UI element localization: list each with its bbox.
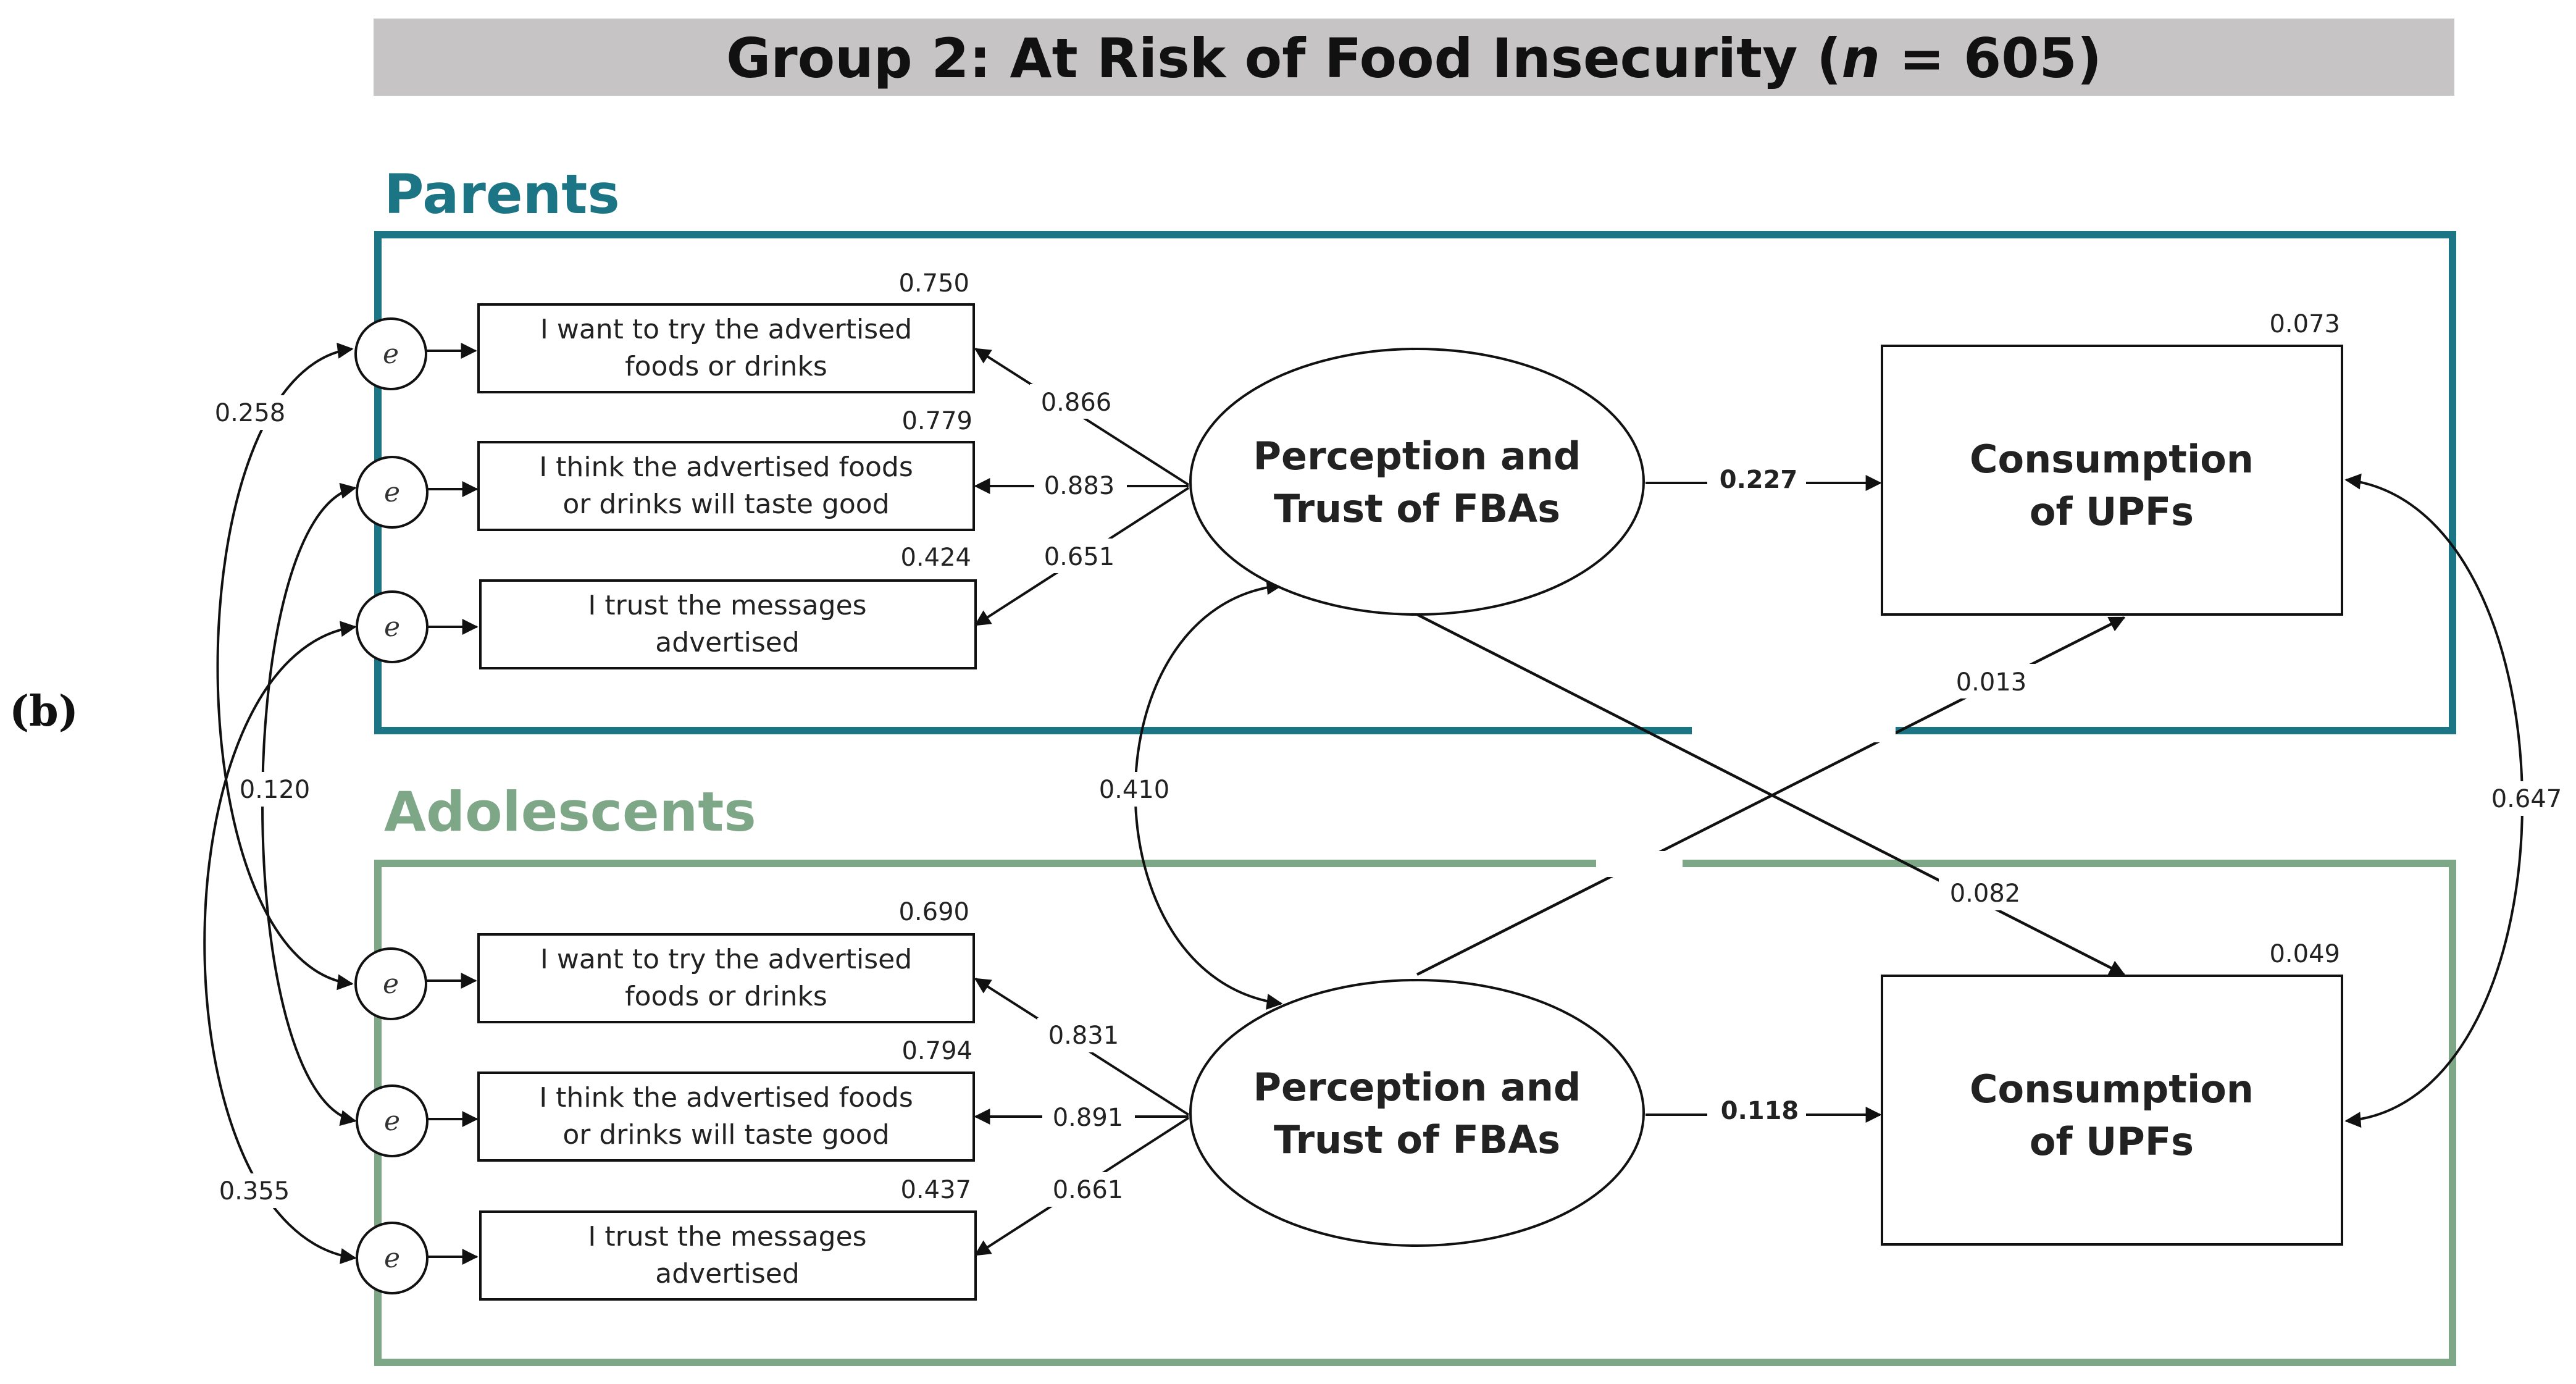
r-squared-label: 0.794 bbox=[901, 1037, 972, 1065]
covariance-label-latent: 0.410 bbox=[1099, 776, 1170, 804]
crossing-gap-bottom-2 bbox=[1621, 851, 1650, 877]
error-term-adolescent-3: e bbox=[356, 1222, 479, 1294]
indicator-box-parent-3: I trust the messages advertised 0.424 bbox=[479, 543, 977, 669]
loading-label-parent-1: 0.866 bbox=[1041, 388, 1112, 417]
indicator-box-parent-2: I think the advertised foods or drinks w… bbox=[477, 407, 975, 531]
svg-text:I think the advertised foods: I think the advertised foods bbox=[539, 451, 913, 483]
indicator-box-adolescent-2: I think the advertised foods or drinks w… bbox=[477, 1037, 975, 1162]
svg-text:e: e bbox=[383, 338, 399, 370]
svg-text:e: e bbox=[383, 968, 399, 1000]
svg-text:I trust the messages: I trust the messages bbox=[588, 590, 866, 621]
error-term-parent-1: e bbox=[354, 317, 477, 390]
svg-text:I want to try the advertised: I want to try the advertised bbox=[540, 314, 912, 345]
svg-text:Consumption: Consumption bbox=[1970, 437, 2254, 482]
cross-coef-adolescent-to-parent: 0.013 bbox=[1956, 668, 2027, 697]
covariance-label-error-2: 0.120 bbox=[240, 776, 311, 804]
covariance-arc-error-1 bbox=[216, 342, 354, 991]
loading-label-adolescent-3: 0.661 bbox=[1053, 1176, 1124, 1204]
r-squared-label: 0.690 bbox=[898, 898, 969, 926]
indicator-box-parent-1: I want to try the advertised foods or dr… bbox=[477, 269, 975, 393]
error-term-adolescent-2: e bbox=[356, 1084, 479, 1157]
adolescents-model: e e e I want to try the advertised foods… bbox=[354, 898, 2343, 1301]
svg-text:I trust the messages: I trust the messages bbox=[588, 1221, 866, 1252]
svg-text:e: e bbox=[384, 477, 400, 508]
crossing-gap-top bbox=[1692, 716, 1896, 742]
r-squared-label: 0.424 bbox=[900, 543, 971, 572]
svg-text:Perception and: Perception and bbox=[1253, 434, 1581, 479]
svg-text:Trust of FBAs: Trust of FBAs bbox=[1274, 486, 1560, 531]
svg-text:or drinks will taste good: or drinks will taste good bbox=[562, 489, 889, 520]
svg-text:foods or drinks: foods or drinks bbox=[625, 981, 827, 1012]
latent-factor-parent: Perception and Trust of FBAs bbox=[1189, 348, 1645, 616]
outcome-box-parent: Consumption of UPFs 0.073 bbox=[1881, 310, 2343, 616]
svg-text:e: e bbox=[384, 1243, 400, 1274]
covariance-label-outcome: 0.647 bbox=[2491, 785, 2562, 813]
title-bar bbox=[374, 19, 2454, 96]
figure-title: Group 2: At Risk of Food Insecurity (n =… bbox=[726, 27, 2102, 90]
svg-text:Trust of FBAs: Trust of FBAs bbox=[1274, 1117, 1560, 1162]
indicator-box-adolescent-3: I trust the messages advertised 0.437 bbox=[479, 1176, 977, 1301]
error-term-parent-3: e bbox=[356, 590, 479, 663]
svg-text:foods or drinks: foods or drinks bbox=[625, 351, 827, 382]
r-squared-label: 0.437 bbox=[900, 1176, 971, 1204]
indicator-box-adolescent-1: I want to try the advertised foods or dr… bbox=[477, 898, 975, 1023]
svg-text:I think the advertised foods: I think the advertised foods bbox=[539, 1082, 913, 1113]
svg-text:of UPFs: of UPFs bbox=[2030, 1119, 2194, 1164]
r-squared-label: 0.049 bbox=[2269, 940, 2340, 968]
error-term-adolescent-1: e bbox=[354, 947, 477, 1020]
parents-group-label: Parents bbox=[384, 162, 620, 226]
cross-coef-parent-to-adolescent: 0.082 bbox=[1950, 879, 2021, 908]
svg-text:advertised: advertised bbox=[655, 627, 800, 658]
svg-text:I want to try the advertised: I want to try the advertised bbox=[540, 944, 912, 975]
structural-coef-parent: 0.227 bbox=[1720, 466, 1798, 494]
loading-label-adolescent-2: 0.891 bbox=[1053, 1104, 1124, 1132]
svg-text:or drinks will taste good: or drinks will taste good bbox=[562, 1119, 889, 1151]
svg-text:of UPFs: of UPFs bbox=[2030, 489, 2194, 534]
covariance-label-error-3: 0.355 bbox=[219, 1177, 290, 1206]
panel-label: (b) bbox=[9, 687, 78, 736]
svg-text:e: e bbox=[384, 611, 400, 643]
r-squared-label: 0.779 bbox=[901, 407, 972, 435]
parents-model: e e e I want to try the advertised foods… bbox=[354, 269, 2343, 669]
svg-text:e: e bbox=[384, 1105, 400, 1137]
loading-label-parent-2: 0.883 bbox=[1044, 472, 1115, 500]
covariance-arc-error-3 bbox=[203, 621, 357, 1264]
svg-text:advertised: advertised bbox=[655, 1258, 800, 1290]
outcome-box-adolescent: Consumption of UPFs 0.049 bbox=[1881, 940, 2343, 1246]
loading-label-adolescent-1: 0.831 bbox=[1048, 1021, 1119, 1050]
error-term-parent-2: e bbox=[356, 456, 479, 529]
r-squared-label: 0.073 bbox=[2269, 310, 2340, 338]
loading-label-parent-3: 0.651 bbox=[1044, 543, 1115, 571]
svg-text:Consumption: Consumption bbox=[1970, 1067, 2254, 1112]
latent-factor-adolescent: Perception and Trust of FBAs bbox=[1189, 979, 1645, 1247]
covariance-label-error-1: 0.258 bbox=[215, 399, 286, 427]
r-squared-label: 0.750 bbox=[898, 269, 969, 298]
svg-text:Perception and: Perception and bbox=[1253, 1065, 1581, 1110]
structural-coef-adolescent: 0.118 bbox=[1721, 1097, 1799, 1125]
adolescents-group-label: Adolescents bbox=[384, 780, 756, 844]
